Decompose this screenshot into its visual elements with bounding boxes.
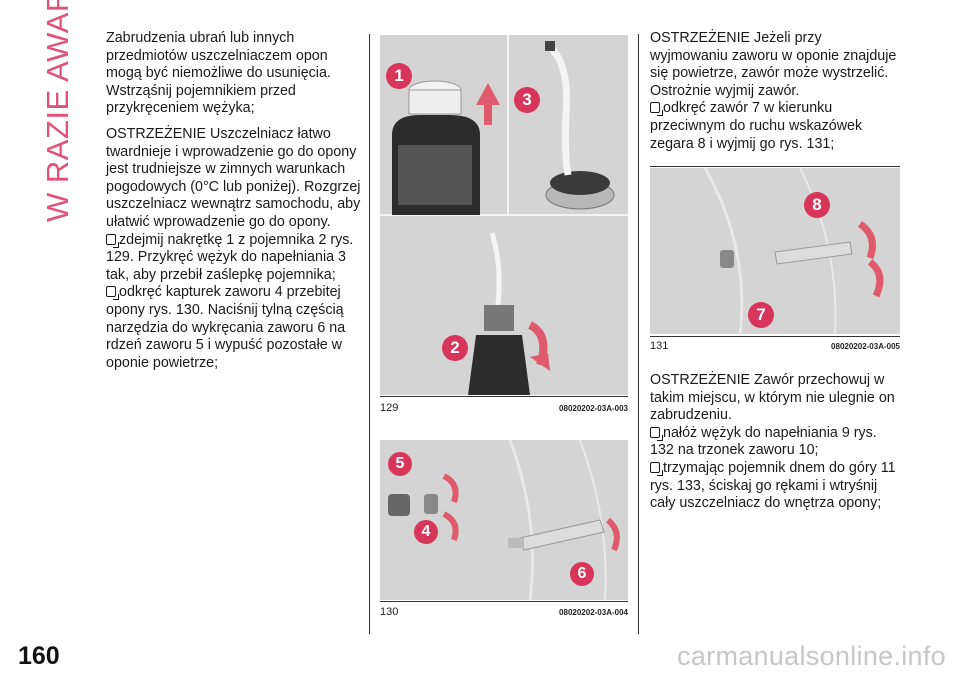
step-remove-cap: zdejmij nakrętkę 1 z pojemnika 2 rys. 12… <box>106 232 362 285</box>
step-attach-hose-text: nałóż wężyk do napełniania 9 rys. 132 na… <box>650 424 877 459</box>
bullet-icon <box>650 461 663 476</box>
figure-130-number: 130 <box>380 606 399 618</box>
figure-131: 8 7 131 08020202-03A-005 <box>650 166 900 352</box>
callout-6: 6 <box>570 562 594 586</box>
callout-1: 1 <box>386 63 412 89</box>
page-number: 160 <box>18 642 60 670</box>
step-squeeze-bottle-text: trzymając pojemnik dnem do góry 11 rys. … <box>650 459 896 512</box>
step-remove-cap-text: zdejmij nakrętkę 1 z pojemnika 2 rys. 12… <box>106 231 354 283</box>
column-divider-right <box>638 34 639 634</box>
text-column-right-lower: OSTRZEŻENIE Zawór przechowuj w takim mie… <box>650 372 900 521</box>
text-column-right: OSTRZEŻENIE Jeżeli przy wyjmowaniu zawor… <box>650 30 900 161</box>
step-attach-hose: nałóż wężyk do napełniania 9 rys. 132 na… <box>650 425 900 460</box>
step-squeeze-bottle: trzymając pojemnik dnem do góry 11 rys. … <box>650 460 900 513</box>
warning-cold: OSTRZEŻENIE Uszczelniacz łatwo twardniej… <box>106 125 361 230</box>
watermark: carmanualsonline.info <box>677 641 946 671</box>
section-title: W RAZIE AWARII <box>40 0 75 222</box>
warning-store-valve: OSTRZEŻENIE Zawór przechowuj w takim mie… <box>650 372 895 424</box>
callout-7: 7 <box>748 302 774 328</box>
text-column-left: Zabrudzenia ubrań lub innych przedmiotów… <box>106 30 362 380</box>
callout-8: 8 <box>804 192 830 218</box>
step-remove-valve-text: odkręć zawór 7 w kierunku przeciwnym do … <box>650 100 863 152</box>
figure-130-rule <box>380 601 628 602</box>
bullet-icon <box>106 286 119 301</box>
sealant-bottle-illustration <box>380 35 628 395</box>
step-unscrew-valve-cap-text: odkręć kapturek zaworu 4 przebitej opony… <box>106 284 346 371</box>
callout-4: 4 <box>414 520 438 544</box>
column-divider-left <box>369 34 370 634</box>
bullet-icon <box>650 102 663 117</box>
figure-129-image: 1 3 2 <box>380 35 628 395</box>
figure-129-number: 129 <box>380 402 399 414</box>
figure-131-image: 8 7 <box>650 168 900 334</box>
step-unscrew-valve-cap: odkręć kapturek zaworu 4 przebitej opony… <box>106 284 362 372</box>
figure-129-rule <box>380 396 628 397</box>
figure-131-top-rule <box>650 166 900 167</box>
figure-131-number: 131 <box>650 340 669 352</box>
figure-129-code: 08020202-03A-003 <box>559 404 628 413</box>
figure-129: 1 3 2 129 08020202-03A-003 <box>380 35 628 414</box>
bullet-icon <box>106 233 119 248</box>
callout-5: 5 <box>388 452 412 476</box>
figure-130: 5 4 6 130 08020202-03A-004 <box>380 440 628 618</box>
paragraph-stains: Zabrudzenia ubrań lub innych przedmiotów… <box>106 30 331 117</box>
figure-131-rule <box>650 336 900 337</box>
callout-3: 3 <box>514 87 540 113</box>
figure-130-image: 5 4 6 <box>380 440 628 600</box>
callout-2: 2 <box>442 335 468 361</box>
step-remove-valve: odkręć zawór 7 w kierunku przeciwnym do … <box>650 100 900 153</box>
figure-131-code: 08020202-03A-005 <box>831 342 900 351</box>
figure-130-code: 08020202-03A-004 <box>559 608 628 617</box>
warning-valve-eject: OSTRZEŻENIE Jeżeli przy wyjmowaniu zawor… <box>650 30 897 99</box>
bullet-icon <box>650 426 663 441</box>
valve-removal-illustration <box>650 168 900 334</box>
